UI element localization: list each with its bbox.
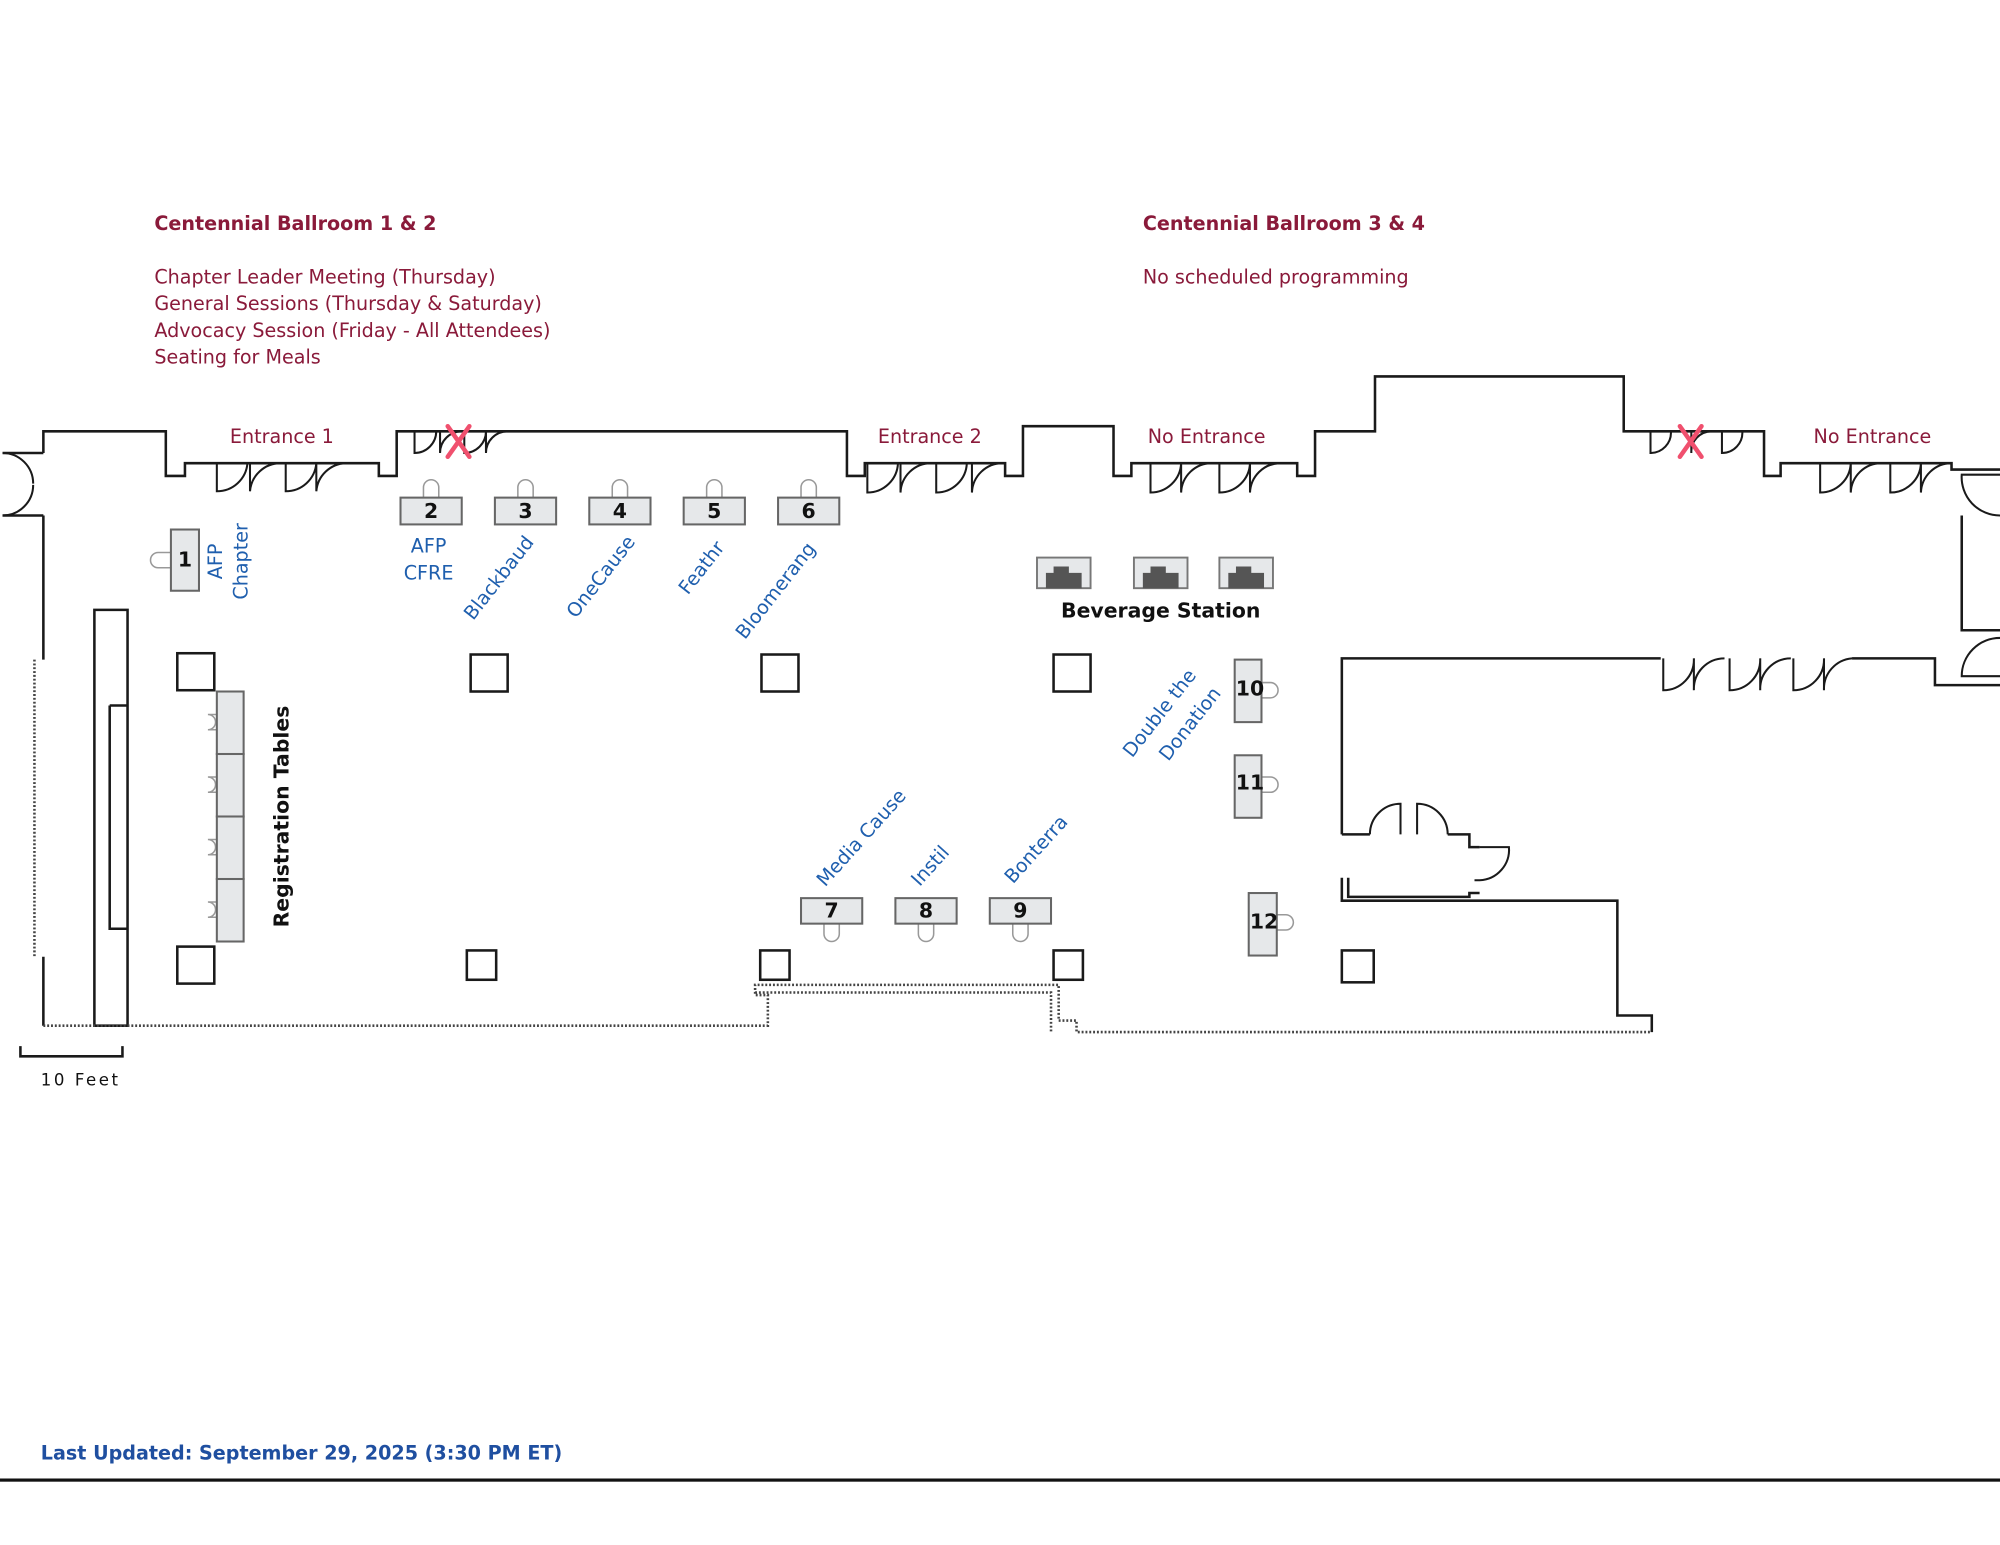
doors [2, 430, 2000, 882]
booth-7[interactable]: 7 [800, 897, 864, 943]
booth-6[interactable]: 6 [777, 479, 841, 526]
booth-number: 7 [825, 898, 839, 922]
booth-11[interactable]: 11 [1233, 754, 1279, 819]
booth-4[interactable]: 4 [588, 479, 652, 526]
booth-number: 11 [1236, 771, 1264, 795]
room-schedule-line: Advocacy Session (Friday - All Attendees… [154, 319, 550, 342]
booth-number: 5 [707, 499, 721, 523]
closed-x-icon [1677, 423, 1704, 460]
booth-number: 6 [802, 499, 816, 523]
booth-10[interactable]: 10 [1233, 658, 1279, 724]
scale-bar [19, 1046, 124, 1058]
booth-number: 2 [424, 499, 438, 523]
booth-5[interactable]: 5 [682, 479, 746, 526]
outer-wall [2, 375, 2000, 1033]
booth-number: 4 [613, 499, 627, 523]
vendor-label: Media Cause [812, 784, 911, 890]
vendor-label: Instil [906, 841, 954, 890]
vendor-label: OneCause [562, 531, 640, 622]
entrance-label: Entrance 1 [230, 425, 334, 448]
beverage-dispenser-icon [1036, 556, 1092, 590]
closed-door-marks [445, 423, 1704, 460]
vendor-label: Bloomerang [731, 538, 821, 644]
closed-x-icon [445, 423, 472, 460]
vendor-label: Bonterra [1000, 810, 1073, 887]
booth-8[interactable]: 8 [894, 897, 958, 943]
vendor-label: AFP [204, 544, 227, 580]
room-title-ballroom-3-4: Centennial Ballroom 3 & 4 [1143, 212, 1425, 235]
registration-tables [207, 690, 245, 943]
dotted-boundary [33, 659, 1652, 1034]
room-schedule-line: No scheduled programming [1143, 265, 1409, 288]
vendor-label: AFP [411, 534, 447, 557]
entrance-label: No Entrance [1814, 425, 1932, 448]
booth-1[interactable]: 1 [149, 528, 200, 592]
room-schedule-line: General Sessions (Thursday & Saturday) [154, 292, 542, 315]
beverage-dispenser-icon [1218, 556, 1274, 590]
room-schedule-line: Chapter Leader Meeting (Thursday) [154, 265, 495, 288]
entrance-label: Entrance 2 [878, 425, 982, 448]
scale-label: 10 Feet [41, 1071, 121, 1090]
beverage-station: Beverage Station [1036, 556, 1274, 623]
booth-number: 1 [178, 548, 192, 572]
beverage-station-label: Beverage Station [1061, 599, 1260, 623]
vendor-label: Chapter [229, 523, 252, 600]
booth-12[interactable]: 12 [1247, 892, 1295, 957]
booth-2[interactable]: 2 [399, 479, 463, 526]
pillars [176, 651, 1375, 985]
booth-number: 12 [1250, 910, 1278, 934]
room-schedule-line: Seating for Meals [154, 346, 320, 369]
registration-label: Registration Tables [269, 706, 293, 928]
booth-number: 8 [919, 898, 933, 922]
booth-number: 10 [1236, 676, 1264, 700]
booth-number: 3 [518, 499, 532, 523]
vendor-label: CFRE [404, 561, 454, 584]
entrance-label: No Entrance [1148, 425, 1266, 448]
beverage-dispenser-icon [1132, 556, 1189, 590]
last-updated: Last Updated: September 29, 2025 (3:30 P… [41, 1441, 562, 1464]
booth-3[interactable]: 3 [493, 479, 558, 526]
booth-number: 9 [1013, 898, 1027, 922]
footer-rule [0, 1478, 2000, 1482]
vendor-label: Feathr [674, 536, 730, 598]
vendor-label: Blackbaud [459, 531, 539, 624]
booth-9[interactable]: 9 [988, 897, 1053, 943]
room-title-ballroom-1-2: Centennial Ballroom 1 & 2 [154, 212, 436, 235]
